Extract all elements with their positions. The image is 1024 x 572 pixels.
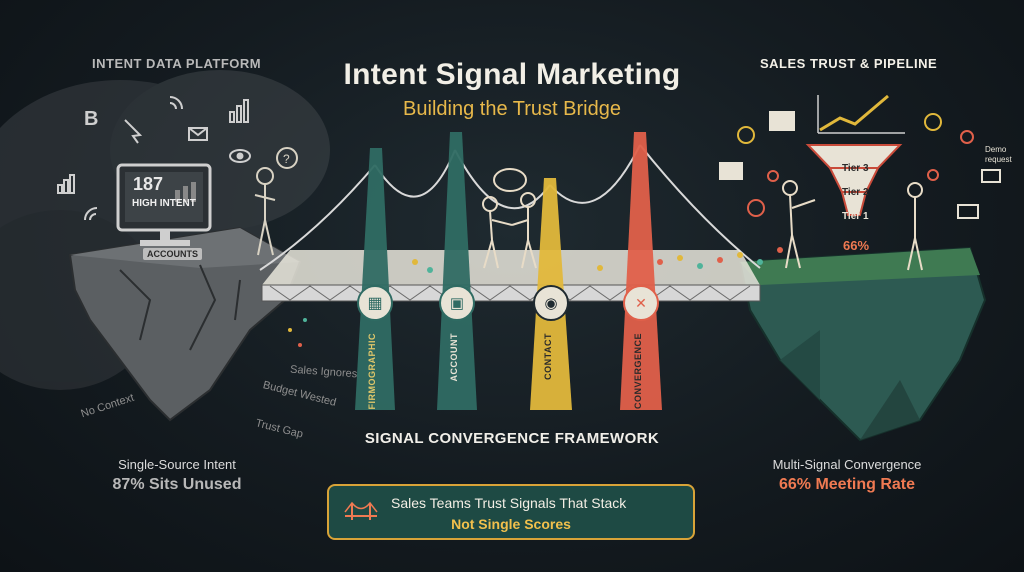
pillar-label: FIRMOGRAPHIC xyxy=(367,333,377,410)
meeting-rate-badge: 66% xyxy=(843,238,870,253)
pillar-firmographic: ▦ FIRMOGRAPHIC xyxy=(355,285,395,410)
building-icon: ▦ xyxy=(357,285,393,321)
monitor-label: HIGH INTENT xyxy=(132,198,196,209)
signal-dots xyxy=(288,247,783,347)
right-caption-line2: 66% Meeting Rate xyxy=(778,476,916,493)
eye-icon: ◉ xyxy=(533,285,569,321)
left-caption: Single-Source Intent 87% Sits Unused xyxy=(62,457,292,494)
tier-label: Tier 1 xyxy=(842,211,869,222)
right-caption-line1: Multi-Signal Convergence xyxy=(772,457,922,472)
tier-label: Tier 2 xyxy=(842,187,869,198)
pillar-label: CONVERGENCE xyxy=(633,333,643,410)
framework-label: SIGNAL CONVERGENCE FRAMEWORK xyxy=(364,430,660,447)
pillar-convergence: ✕ CONVERGENCE xyxy=(621,285,661,409)
tier-label: Tier 3 xyxy=(842,163,869,174)
pillar-label: ACCOUNT xyxy=(449,333,459,382)
briefcase-icon: ▣ xyxy=(439,285,475,321)
page-subtitle: Building the Trust Bridge xyxy=(403,98,621,120)
demo-request-note: Demo request xyxy=(985,145,1012,164)
analyst-figure xyxy=(254,167,276,256)
b-logo-icon: B xyxy=(84,108,98,130)
banner-line2: Not Single Scores xyxy=(451,516,571,532)
monitor-number: 187 xyxy=(133,174,164,194)
question-bubble-icon xyxy=(276,147,298,169)
right-island xyxy=(738,246,987,442)
floating-icons-left xyxy=(57,96,251,221)
handshake-figures xyxy=(482,192,537,269)
question-mark: ? xyxy=(283,152,290,166)
left-caption-line2: 87% Sits Unused xyxy=(112,476,242,493)
pillar-contact: ◉ CONTACT xyxy=(531,285,571,380)
accounts-label: ACCOUNTS xyxy=(143,248,202,260)
sales-funnel xyxy=(805,94,905,216)
handshake-bubble-icon xyxy=(493,168,527,192)
banner-line1: Sales Teams Trust Signals That Stack xyxy=(391,495,627,511)
right-caption: Multi-Signal Convergence 66% Meeting Rat… xyxy=(732,457,962,494)
pillar-account: ▣ ACCOUNT xyxy=(437,285,477,382)
page-title: Intent Signal Marketing xyxy=(343,58,681,91)
left-caption-line1: Single-Source Intent xyxy=(118,457,236,472)
monitor-icon xyxy=(116,163,212,246)
converge-icon: ✕ xyxy=(623,285,659,321)
right-section-heading: SALES TRUST & PIPELINE xyxy=(760,56,938,71)
key-message-banner: Sales Teams Trust Signals That Stack Not… xyxy=(327,484,695,540)
sales-figures xyxy=(782,180,923,271)
bridge-icon xyxy=(344,501,378,520)
pillar-label: CONTACT xyxy=(543,333,553,380)
left-section-heading: INTENT DATA PLATFORM xyxy=(92,56,262,71)
floating-icons-right xyxy=(719,111,1001,219)
